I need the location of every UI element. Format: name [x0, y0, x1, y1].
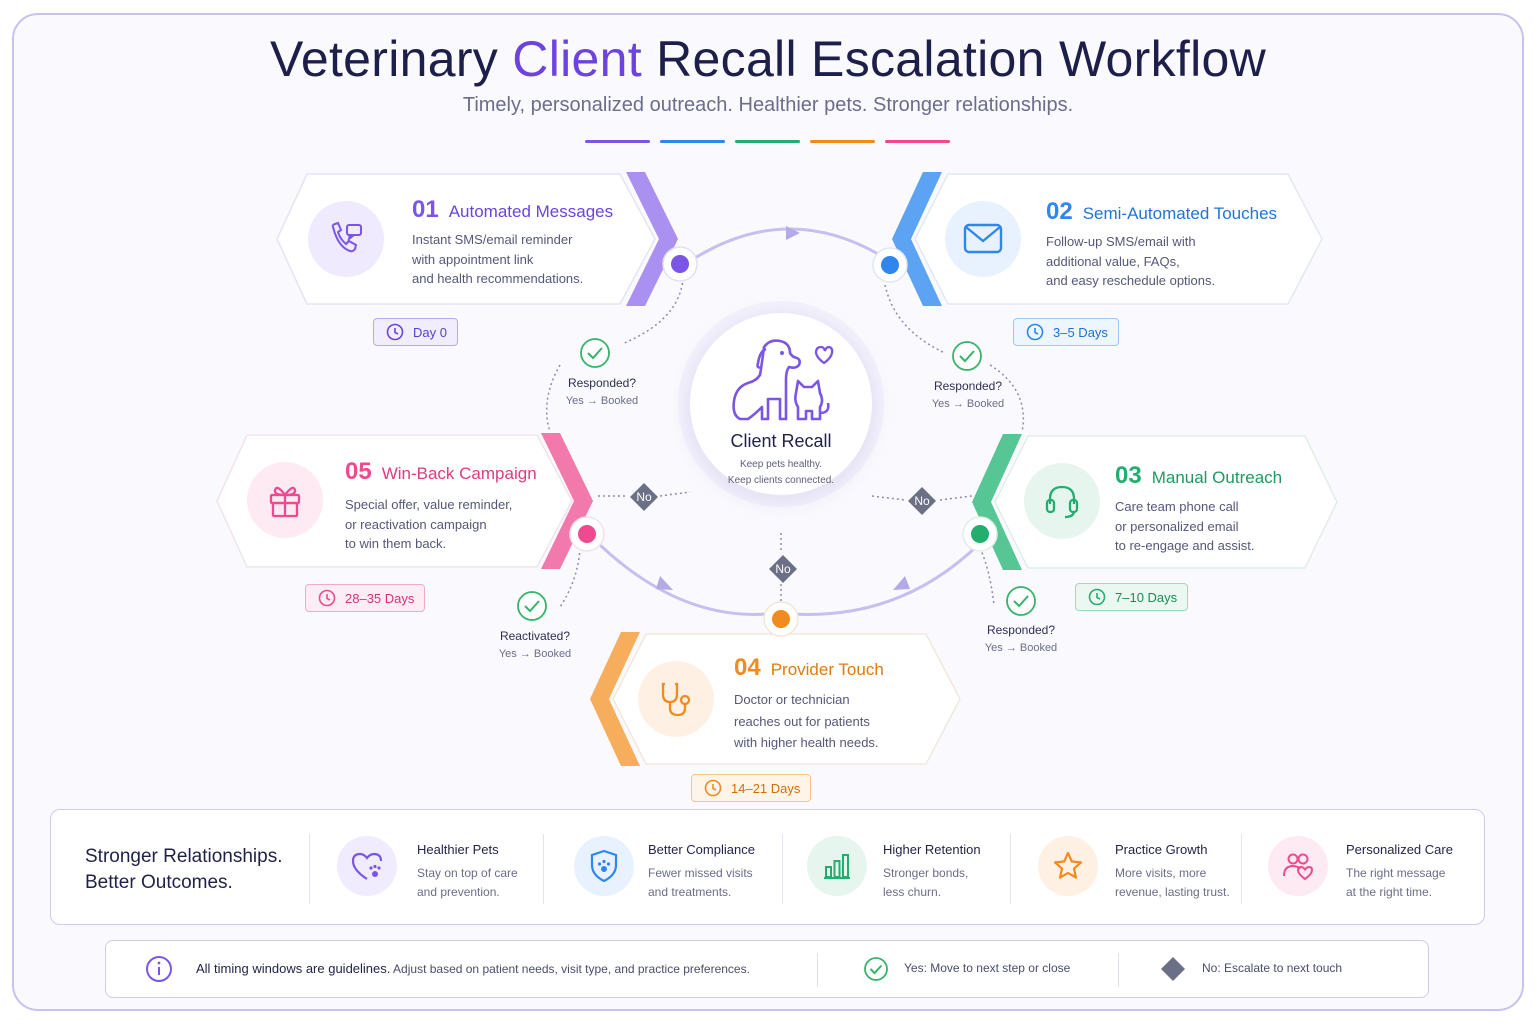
arrow-05-to-04	[656, 576, 673, 590]
title-rule-orange	[810, 140, 875, 143]
title-rule-blue	[660, 140, 725, 143]
no-diamond-left: No	[629, 482, 659, 512]
timing-note: All timing windows are guidelines. Adjus…	[196, 961, 750, 976]
dot-decision2-03	[989, 364, 1025, 433]
dot-01-decision	[621, 277, 684, 345]
clock-icon	[1026, 323, 1044, 341]
page-title: Veterinary Client Recall Escalation Work…	[269, 31, 1267, 87]
benefit-divider	[1010, 834, 1011, 904]
dog-cat-heart-icon	[732, 339, 834, 421]
benefit-title: Practice Growth	[1115, 842, 1208, 857]
clock-icon	[704, 779, 722, 797]
shield-paw-icon	[574, 836, 634, 896]
benefit-title: Better Compliance	[648, 842, 755, 857]
arrow-03-to-04	[893, 576, 910, 590]
dot-05-decision	[559, 547, 581, 608]
headset-icon	[1024, 463, 1100, 539]
benefit-title: Higher Retention	[883, 842, 981, 857]
benefit-title: Healthier Pets	[417, 842, 499, 857]
benefit-divider	[782, 834, 783, 904]
page-subtitle: Timely, personalized outreach. Healthier…	[462, 94, 1074, 116]
benefit-divider	[1241, 834, 1242, 904]
yes-legend: Yes: Move to next step or close	[904, 961, 1071, 975]
arc-05-to-04	[598, 543, 768, 616]
heart-paw-icon	[337, 836, 397, 896]
dot-03-decision	[979, 547, 995, 606]
check-icon	[864, 957, 888, 981]
no-diamond-right: No	[907, 486, 937, 516]
center-label: Client Recall	[730, 431, 832, 451]
stethoscope-icon	[638, 661, 714, 737]
star-icon	[1038, 836, 1098, 896]
step-02-timing-badge: 3–5 Days	[1013, 318, 1119, 346]
dot-decision1-05	[545, 364, 561, 433]
info-icon	[146, 956, 172, 982]
clock-icon	[1088, 588, 1106, 606]
decision-after-05: Reactivated?Yes → Booked	[498, 629, 572, 660]
clock-icon	[386, 323, 404, 341]
decision-after-01: Responded?Yes → Booked	[565, 376, 639, 407]
diamond-icon	[1161, 957, 1185, 981]
benefits-heading: Stronger Relationships.Better Outcomes.	[85, 846, 283, 893]
arc-03-to-04	[792, 543, 980, 616]
gift-icon	[247, 462, 323, 538]
title-rule-pink	[885, 140, 950, 143]
no-legend: No: Escalate to next touch	[1202, 961, 1343, 975]
dot-no-right	[871, 495, 973, 501]
arrow-01-to-02	[786, 226, 800, 240]
title-rule-green	[735, 140, 800, 143]
envelope-icon	[945, 201, 1021, 277]
decision-after-03: Responded?Yes → Booked	[984, 623, 1058, 654]
bar-chart-icon	[807, 836, 867, 896]
people-heart-icon	[1268, 836, 1328, 896]
legend-footer: All timing windows are guidelines. Adjus…	[105, 940, 1429, 998]
dot-no-left	[598, 491, 691, 497]
step-05-timing-badge: 28–35 Days	[305, 584, 426, 612]
step-01-timing-badge: Day 0	[373, 318, 458, 346]
center-sublabel: Keep pets healthy.Keep clients connected…	[727, 459, 835, 486]
clock-icon	[318, 589, 336, 607]
benefit-divider	[309, 834, 310, 904]
decision-after-02: Responded?Yes → Booked	[931, 379, 1005, 410]
no-diamond-center: No	[768, 554, 798, 584]
benefit-description: Stronger bonds,less churn.	[883, 866, 969, 899]
footer-divider	[1118, 953, 1119, 987]
phone-chat-icon	[308, 201, 384, 277]
benefit-title: Personalized Care	[1346, 842, 1453, 857]
footer-divider	[817, 953, 818, 987]
center-client-recall: Client Recall Keep pets healthy.Keep cli…	[690, 313, 872, 495]
step-03-timing-badge: 7–10 Days	[1075, 583, 1189, 611]
step-04-timing-badge: 14–21 Days	[691, 774, 812, 802]
title-rule-purple	[585, 140, 650, 143]
step-05-description: Special offer, value reminder,or reactiv…	[345, 497, 513, 551]
benefit-divider	[543, 834, 544, 904]
benefits-bar: Stronger Relationships.Better Outcomes. …	[50, 809, 1485, 925]
